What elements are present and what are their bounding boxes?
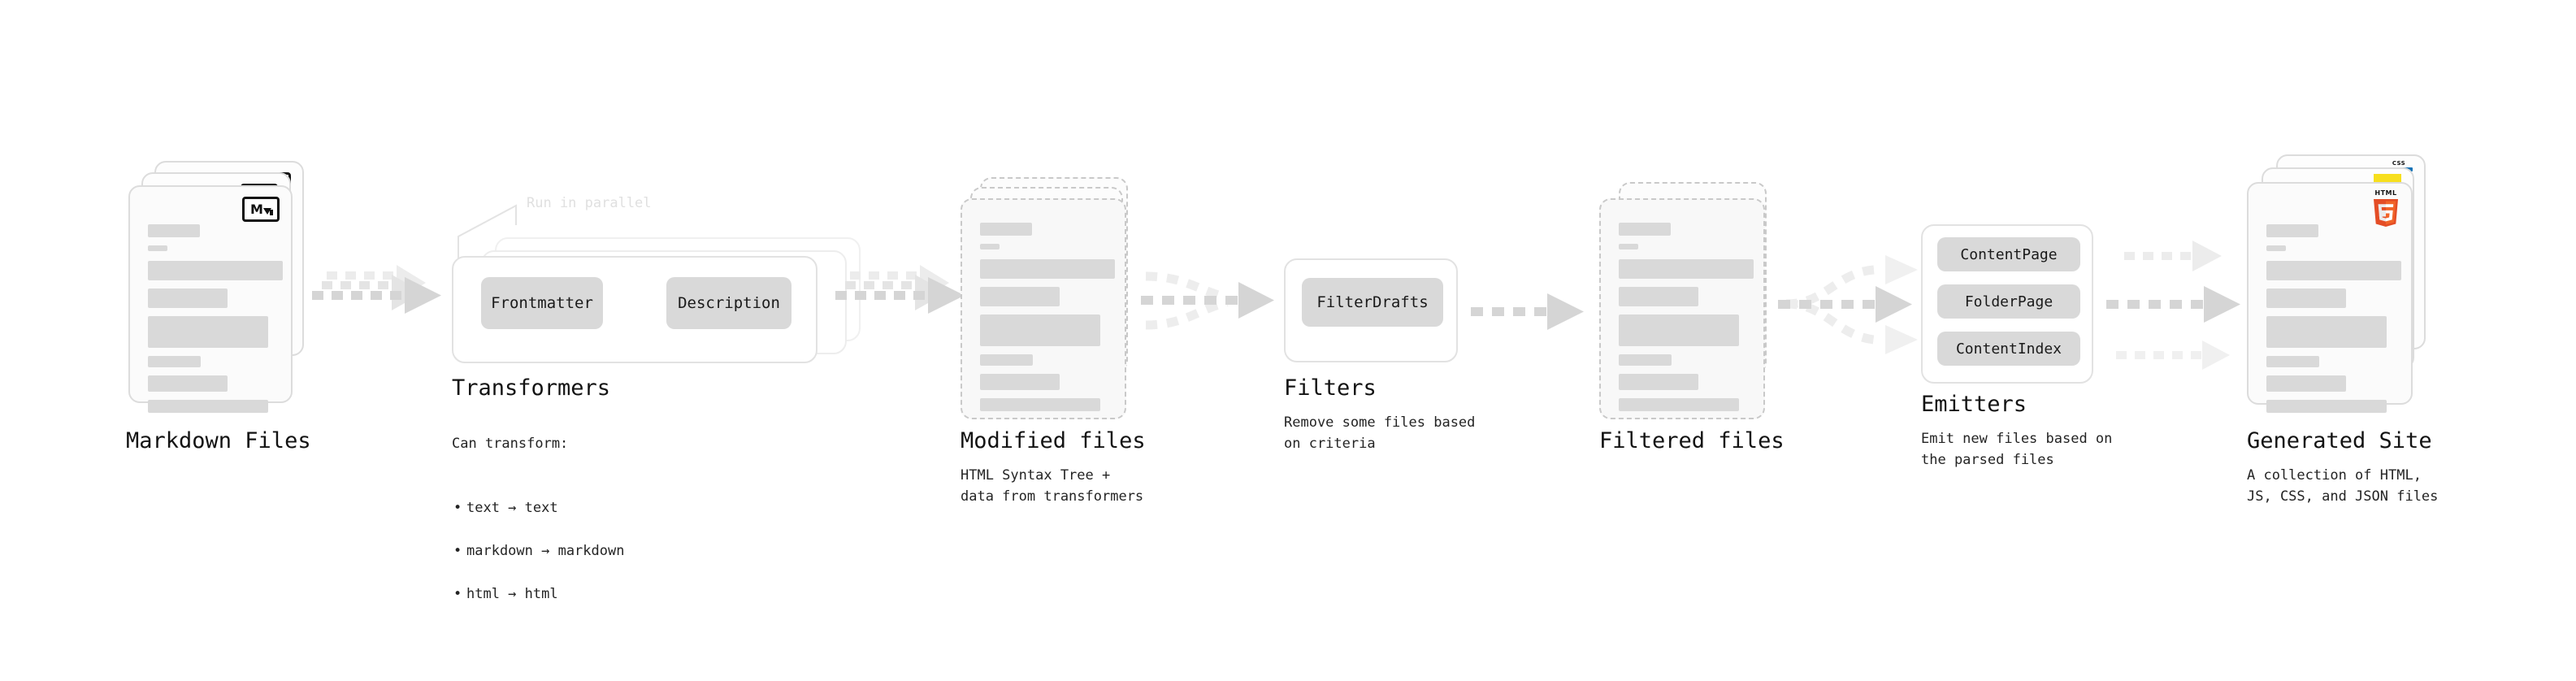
arrow-filters-to-filtered [1471, 293, 1584, 330]
emitter-node-contentindex[interactable]: ContentIndex [1937, 332, 2080, 366]
transformer-node-frontmatter[interactable]: Frontmatter [481, 277, 603, 329]
parallel-bracket-connector [458, 204, 517, 264]
arrow-filtered-to-emitters [1778, 255, 1918, 354]
emitter-node-folderpage[interactable]: FolderPage [1937, 284, 2080, 319]
transformers-subtitle: Can transform: text → text markdown → ma… [452, 412, 777, 648]
emitters-caption: Emitters Emit new files based on the par… [1921, 392, 2197, 471]
transformers-caption: Transformers Can transform: text → text … [452, 375, 777, 648]
filters-title: Filters [1284, 375, 1377, 401]
modified-files-caption: Modified files HTML Syntax Tree + data f… [961, 428, 1229, 508]
filtered-files-caption: Filtered files [1599, 428, 1867, 453]
filtered-file-card-front [1599, 198, 1765, 419]
generated-site-caption: Generated Site A collection of HTML, JS,… [2247, 428, 2523, 508]
html5-icon: HTML [2370, 190, 2401, 227]
filtered-files-stack [1599, 177, 1775, 419]
markdown-file-content-lines [148, 224, 283, 421]
generated-site-content-lines [2266, 224, 2401, 421]
modified-file-card-front [961, 198, 1126, 419]
filters-group-box: FilterDrafts [1284, 258, 1458, 362]
emitters-title: Emitters [1921, 392, 2027, 417]
run-in-parallel-label: Run in parallel [527, 195, 652, 211]
transformers-group-box: Frontmatter Description [452, 256, 817, 363]
emitters-subtitle: Emit new files based on the parsed files [1921, 431, 2113, 469]
filtered-files-title: Filtered files [1599, 428, 1785, 453]
arrow-modified-to-filters [1141, 271, 1274, 330]
transformers-capability-item: markdown → markdown [453, 540, 777, 562]
arrow-transformers-to-modified [835, 265, 965, 314]
markdown-files-caption: Markdown Files [126, 428, 370, 453]
modified-files-subtitle: HTML Syntax Tree + data from transformer… [961, 467, 1144, 505]
arrow-markdown-to-transformers [312, 265, 441, 314]
transformers-subtitle-heading: Can transform: [452, 436, 569, 453]
transformers-capability-item: text → text [453, 497, 777, 519]
transformers-title: Transformers [452, 375, 611, 401]
markdown-files-stack: M M M [128, 161, 304, 413]
generated-site-title: Generated Site [2247, 428, 2432, 453]
modified-files-title: Modified files [961, 428, 1146, 453]
markdown-file-card-front: M [128, 185, 293, 413]
filters-caption: Filters Remove some files based on crite… [1284, 375, 1552, 455]
generated-html-file-card: HTML [2247, 182, 2413, 413]
filter-node-filterdrafts[interactable]: FilterDrafts [1302, 278, 1443, 327]
transformers-capability-item: html → html [453, 583, 777, 605]
filters-subtitle: Remove some files based on criteria [1284, 414, 1476, 453]
generated-site-subtitle: A collection of HTML, JS, CSS, and JSON … [2247, 467, 2439, 505]
filtered-file-content-lines [1619, 223, 1754, 419]
emitters-group-box: ContentPage FolderPage ContentIndex [1921, 224, 2093, 384]
generated-site-stack: CSS HTML [2247, 154, 2426, 413]
arrow-emitters-to-site [2106, 241, 2240, 370]
markdown-icon: M [242, 197, 280, 222]
emitter-node-contentpage[interactable]: ContentPage [1937, 237, 2080, 271]
markdown-files-title: Markdown Files [126, 428, 311, 453]
modified-files-stack [961, 177, 1136, 419]
transformers-capability-list: text → text markdown → markdown html → h… [452, 476, 777, 626]
modified-file-content-lines [980, 223, 1115, 419]
transformer-node-description[interactable]: Description [666, 277, 791, 329]
